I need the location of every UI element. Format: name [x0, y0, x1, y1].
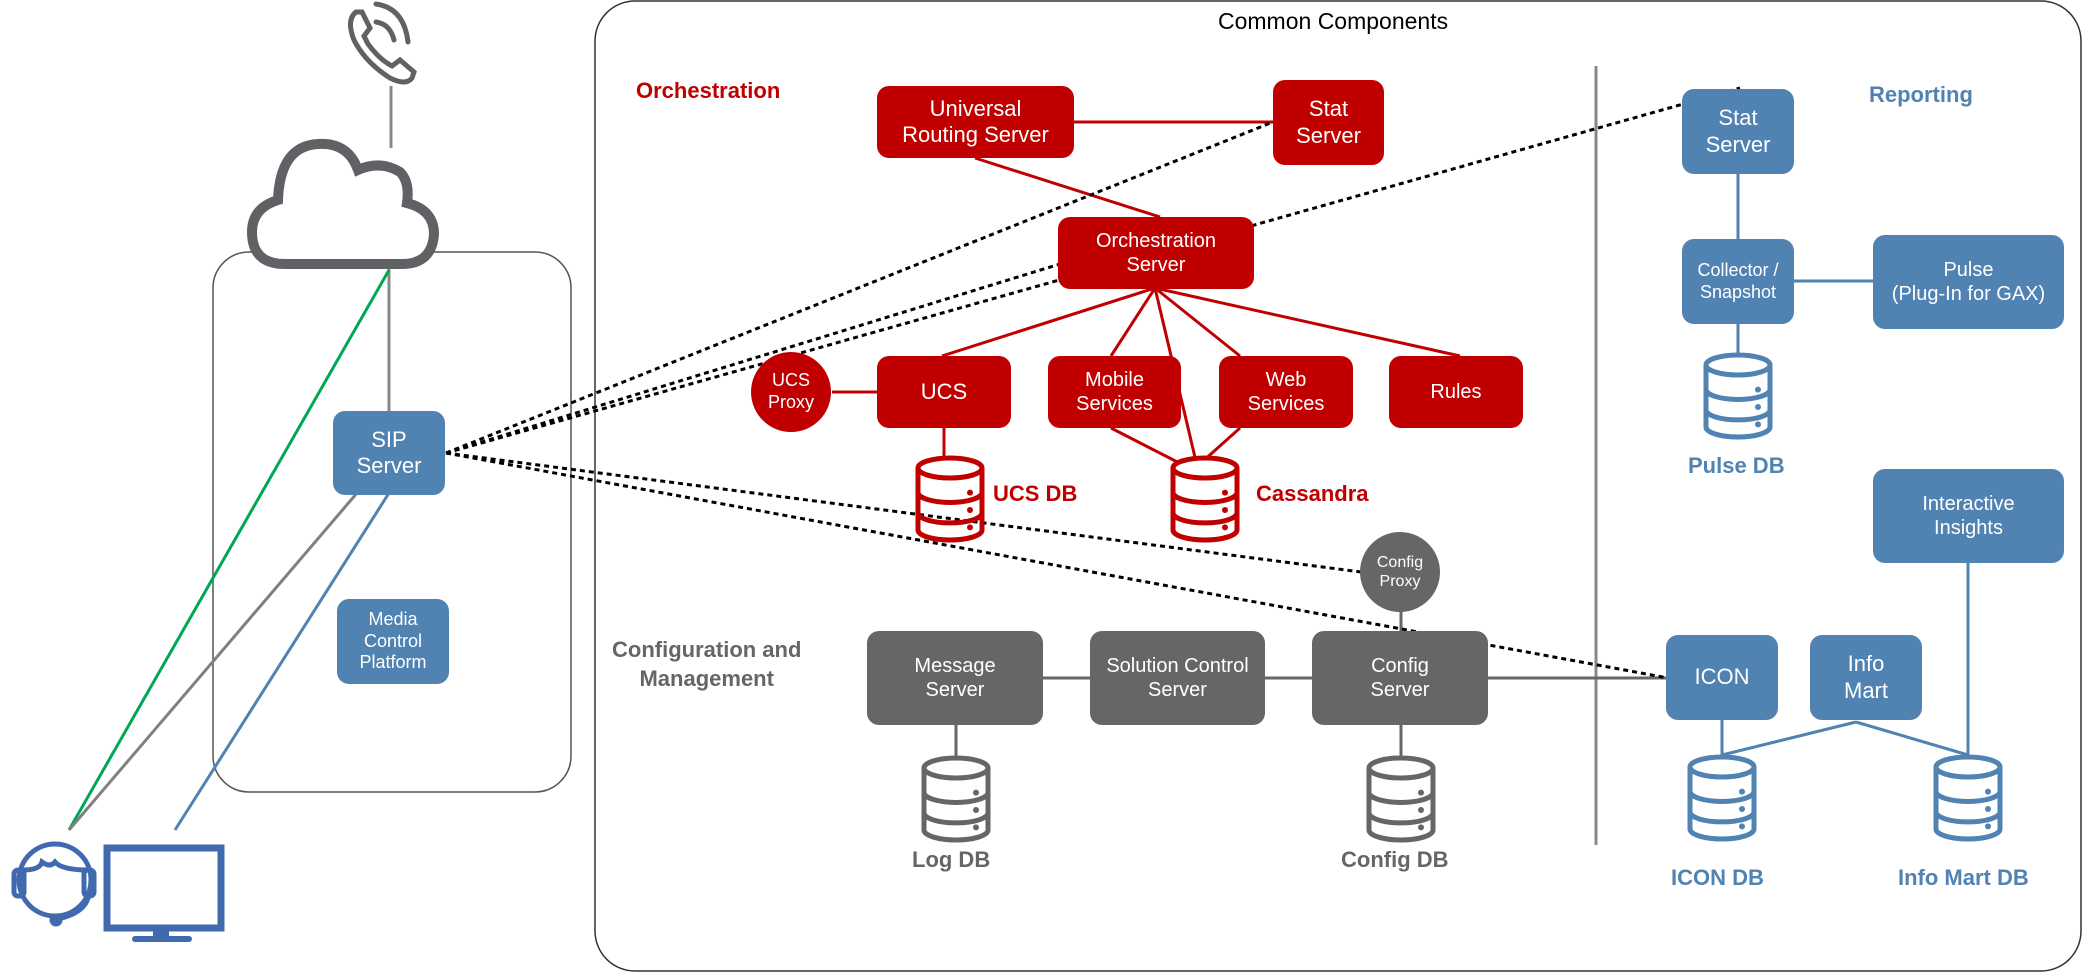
log-db-icon — [921, 755, 991, 843]
solution-control-server-node[interactable]: Solution Control Server — [1090, 631, 1265, 725]
rules-node[interactable]: Rules — [1389, 356, 1523, 428]
agent-sip-link — [67, 492, 359, 831]
info-mart-db-label: Info Mart DB — [1898, 865, 2029, 890]
reporting-section-label: Reporting — [1869, 82, 1973, 107]
media-control-platform-node[interactable]: Media Control Platform — [337, 599, 449, 684]
pulse-db-label: Pulse DB — [1688, 453, 1785, 478]
ucs-db-icon — [915, 455, 985, 543]
pulse-db-icon — [1703, 352, 1773, 440]
reporting-stat-server-node[interactable]: Stat Server — [1682, 89, 1794, 174]
sip-server-node[interactable]: SIP Server — [333, 411, 445, 495]
config-db-icon — [1366, 755, 1436, 843]
orchestration-stat-server-node[interactable]: Stat Server — [1273, 80, 1384, 165]
mobile-services-node[interactable]: Mobile Services — [1048, 356, 1181, 428]
reporting-links — [1720, 173, 1970, 757]
configuration-links — [954, 610, 1668, 760]
config-server-node[interactable]: Config Server — [1312, 631, 1488, 725]
ucs-proxy-node[interactable]: UCS Proxy — [751, 352, 831, 432]
ucs-node[interactable]: UCS — [877, 356, 1011, 428]
message-server-node[interactable]: Message Server — [867, 631, 1043, 725]
log-db-label: Log DB — [912, 847, 991, 872]
icon-db-icon — [1687, 754, 1757, 842]
common-components-title: Common Components — [1218, 8, 1449, 34]
configuration-section-label: Configuration and Management — [612, 637, 802, 691]
info-mart-node[interactable]: Info Mart — [1810, 635, 1922, 720]
cassandra-db-icon — [1170, 455, 1240, 543]
cloud-icon — [246, 138, 440, 269]
icon-db-label: ICON DB — [1671, 865, 1764, 890]
common-components-frame — [594, 0, 2082, 972]
universal-routing-server-node[interactable]: Universal Routing Server — [877, 86, 1074, 158]
orchestration-server-node[interactable]: Orchestration Server — [1058, 217, 1254, 289]
agent-headset-icon — [11, 841, 97, 927]
info-mart-db-icon — [1933, 754, 2003, 842]
ucs-db-label: UCS DB — [993, 481, 1078, 506]
agent-cloud-link — [67, 269, 391, 831]
desktop-sip-link — [173, 492, 391, 831]
interactive-insights-node[interactable]: Interactive Insights — [1873, 469, 2064, 563]
collector-snapshot-node[interactable]: Collector / Snapshot — [1682, 239, 1794, 324]
config-proxy-node[interactable]: Config Proxy — [1360, 532, 1440, 612]
web-services-node[interactable]: Web Services — [1219, 356, 1353, 428]
config-db-label: Config DB — [1341, 847, 1449, 872]
monitor-icon — [103, 844, 225, 942]
pulse-node[interactable]: Pulse (Plug-In for GAX) — [1873, 235, 2064, 329]
icon-node[interactable]: ICON — [1666, 635, 1778, 720]
phone-icon — [348, 1, 417, 85]
cassandra-label: Cassandra — [1256, 481, 1369, 506]
sip-site-frame — [212, 251, 572, 793]
orchestration-section-label: Orchestration — [636, 78, 781, 103]
